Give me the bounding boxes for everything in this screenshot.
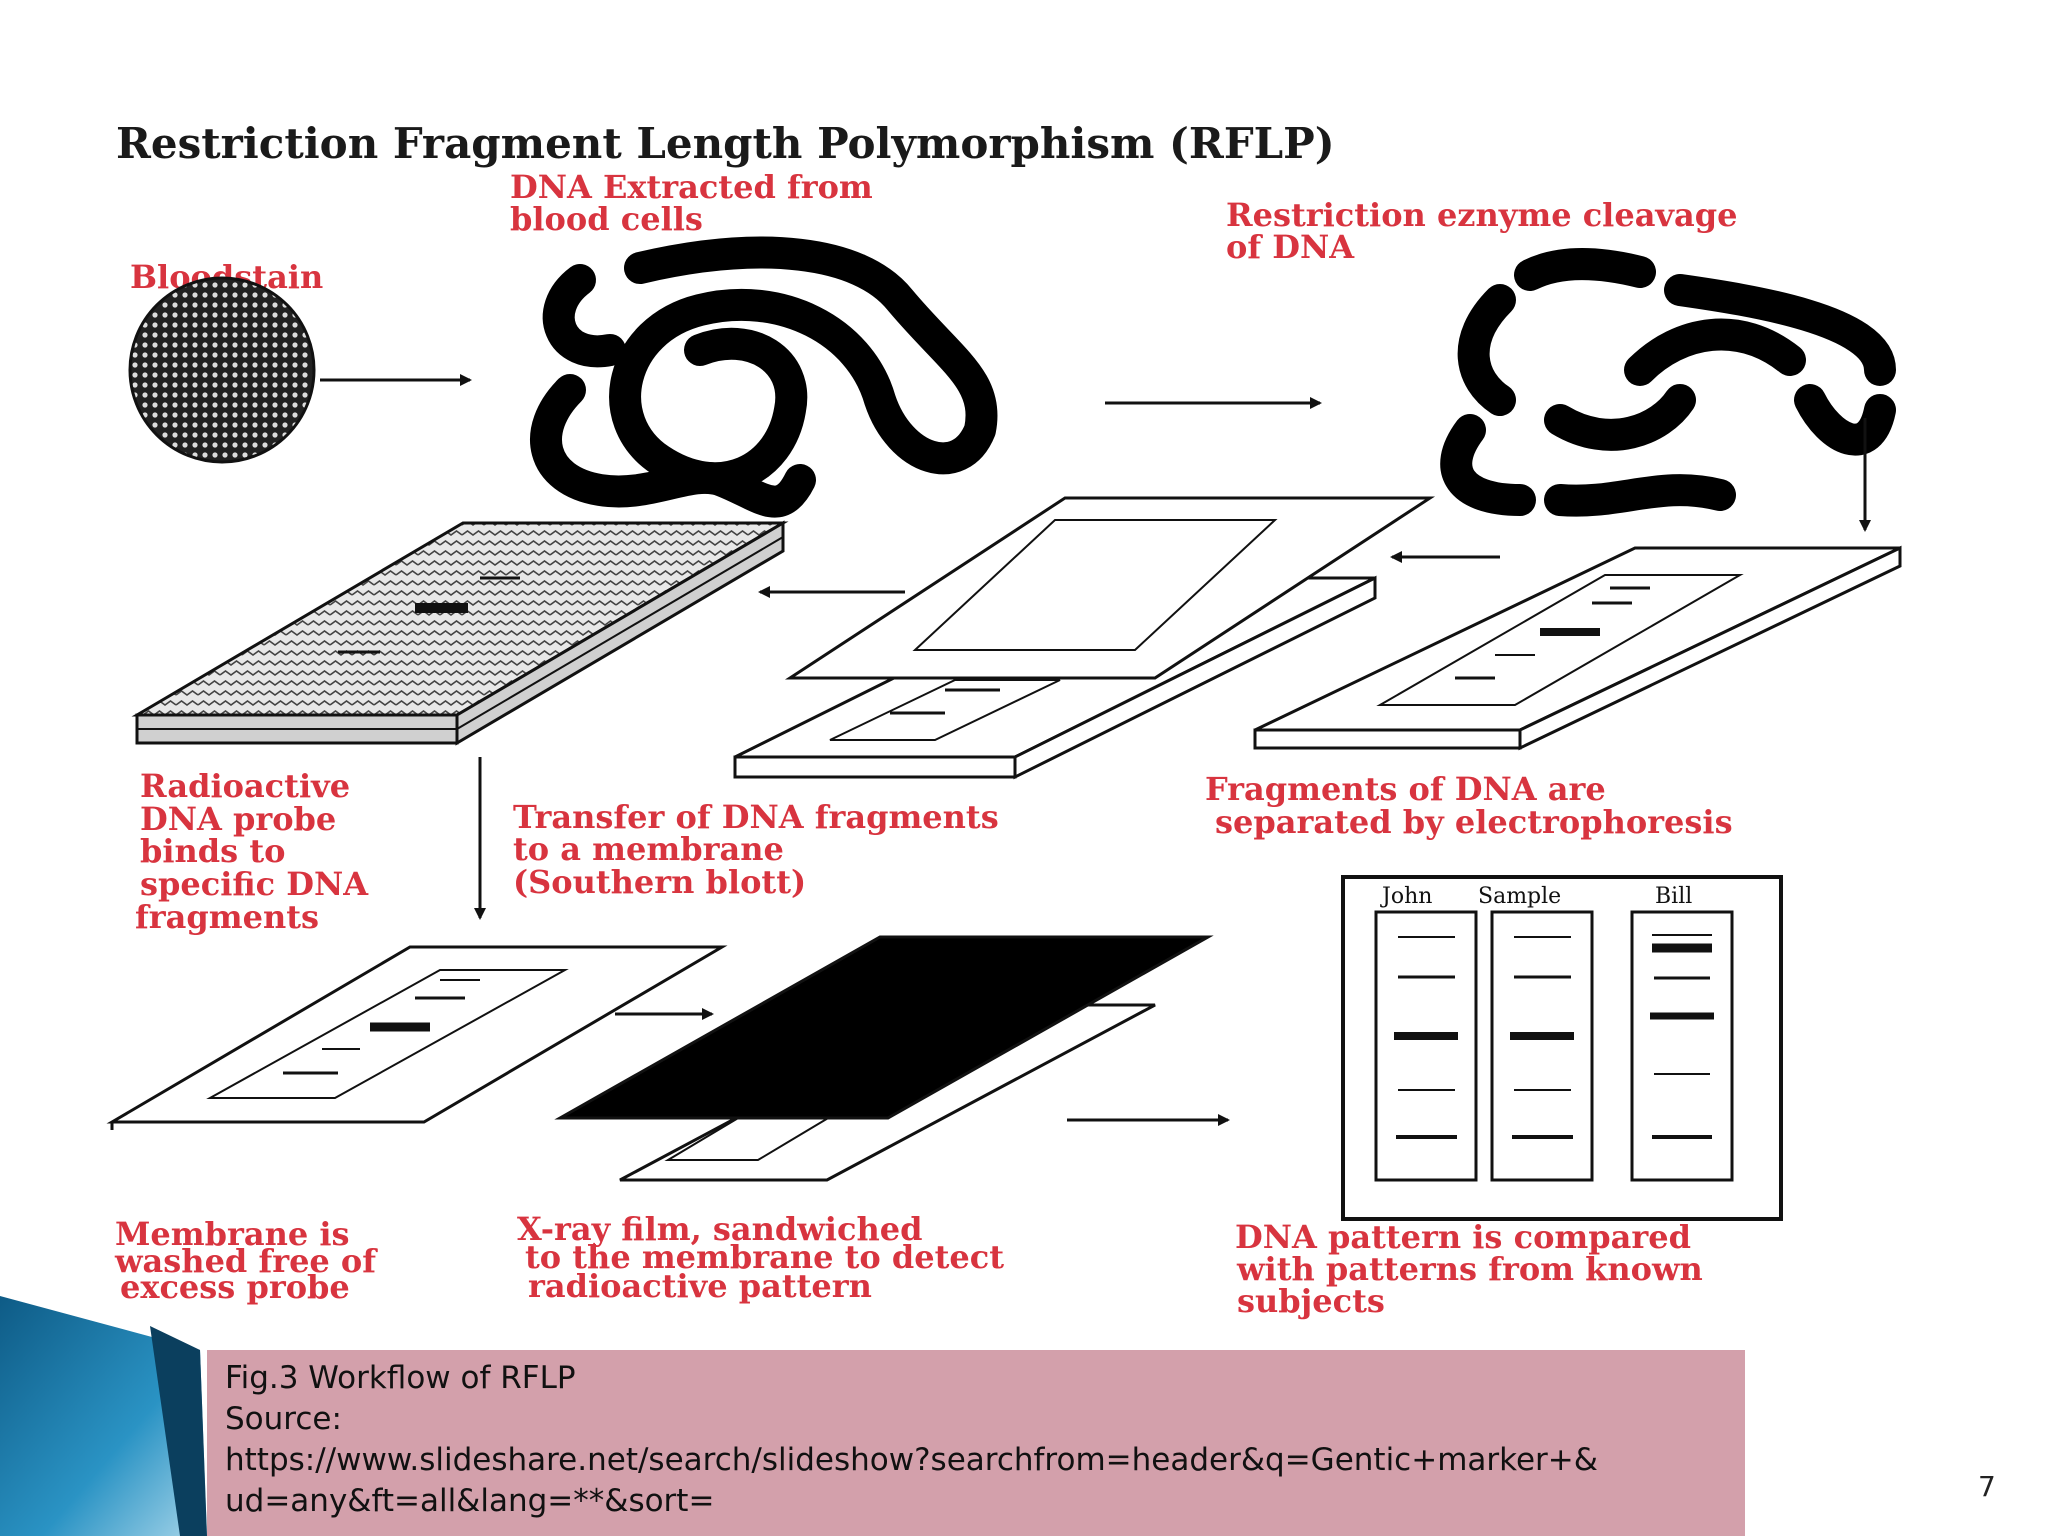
- diagram-title: Restriction Fragment Length Polymorphism…: [116, 119, 1335, 168]
- lane-label-john: John: [1380, 884, 1432, 909]
- label-probe: Radioactive DNA probe binds to specific …: [135, 767, 379, 936]
- probe-membrane-stack: [131, 520, 789, 746]
- dna-coil-cleaved: [1440, 248, 1896, 517]
- label-dna-extracted: DNA Extracted from blood cells: [510, 168, 884, 238]
- label-fragments-separated: Fragments of DNA are separated by electr…: [1205, 770, 1733, 841]
- lane-bill: [1630, 910, 1734, 1182]
- caption-line-source: Source:: [225, 1401, 342, 1437]
- corner-decoration: [0, 1296, 207, 1536]
- label-xray: X-ray film, sandwiched to the membrane t…: [517, 1210, 1015, 1305]
- label-transfer: Transfer of DNA fragments to a membrane …: [513, 798, 1010, 901]
- xray-film-sandwich: [554, 935, 1214, 1182]
- label-membrane-washed: Membrane is washed free of excess probe: [114, 1215, 387, 1306]
- bloodstain-circle: [128, 276, 316, 464]
- washed-membrane: [106, 945, 728, 1130]
- lane-john: [1374, 910, 1478, 1182]
- caption-line-url-2: ud=any&ft=all&lang=**&sort=: [225, 1483, 715, 1519]
- autoradiograph-comparison: John Sample Bill: [1341, 875, 1783, 1221]
- caption-line-figure: Fig.3 Workflow of RFLP: [225, 1360, 576, 1396]
- southern-blot-stack: [733, 496, 1436, 780]
- figure-caption: Fig.3 Workflow of RFLP Source: https://w…: [207, 1350, 1745, 1536]
- gel-electrophoresis: [1253, 545, 1902, 751]
- lane-sample: [1490, 910, 1594, 1182]
- dna-coil-extracted: [530, 236, 998, 518]
- lane-label-bill: Bill: [1655, 884, 1692, 909]
- label-restriction: Restriction eznyme cleavage of DNA: [1226, 196, 1749, 266]
- label-compare: DNA pattern is compared with patterns fr…: [1235, 1218, 1714, 1320]
- lane-label-sample: Sample: [1478, 884, 1561, 909]
- caption-line-url-1: https://www.slideshare.net/search/slides…: [225, 1442, 1598, 1478]
- page-number: 7: [1978, 1470, 1996, 1503]
